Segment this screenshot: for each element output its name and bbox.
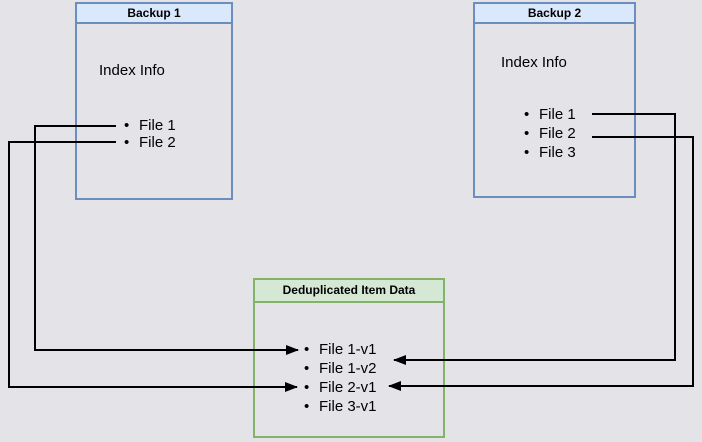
- backup2-file-item: File 2: [524, 124, 576, 143]
- backup1-file-list: File 1 File 2: [124, 117, 176, 151]
- dedup-item: File 1-v1: [304, 340, 377, 359]
- backup2-title: Backup 2: [475, 4, 634, 24]
- backup1-file-item: File 1: [124, 117, 176, 134]
- backup2-file-item: File 3: [524, 143, 576, 162]
- dedup-item: File 2-v1: [304, 378, 377, 397]
- backup1-title: Backup 1: [77, 4, 231, 24]
- dedup-item: File 1-v2: [304, 359, 377, 378]
- backup2-file-list: File 1 File 2 File 3: [524, 105, 576, 162]
- backup2-box: Backup 2: [473, 2, 636, 198]
- backup1-index-info-label: Index Info: [99, 62, 165, 79]
- dedup-item: File 3-v1: [304, 397, 377, 416]
- backup2-index-info-label: Index Info: [501, 54, 567, 71]
- dedup-item-list: File 1-v1 File 1-v2 File 2-v1 File 3-v1: [304, 340, 377, 416]
- backup1-box: Backup 1: [75, 2, 233, 200]
- backup2-file-item: File 1: [524, 105, 576, 124]
- dedup-store-title: Deduplicated Item Data: [255, 280, 443, 303]
- backup1-file-item: File 2: [124, 134, 176, 151]
